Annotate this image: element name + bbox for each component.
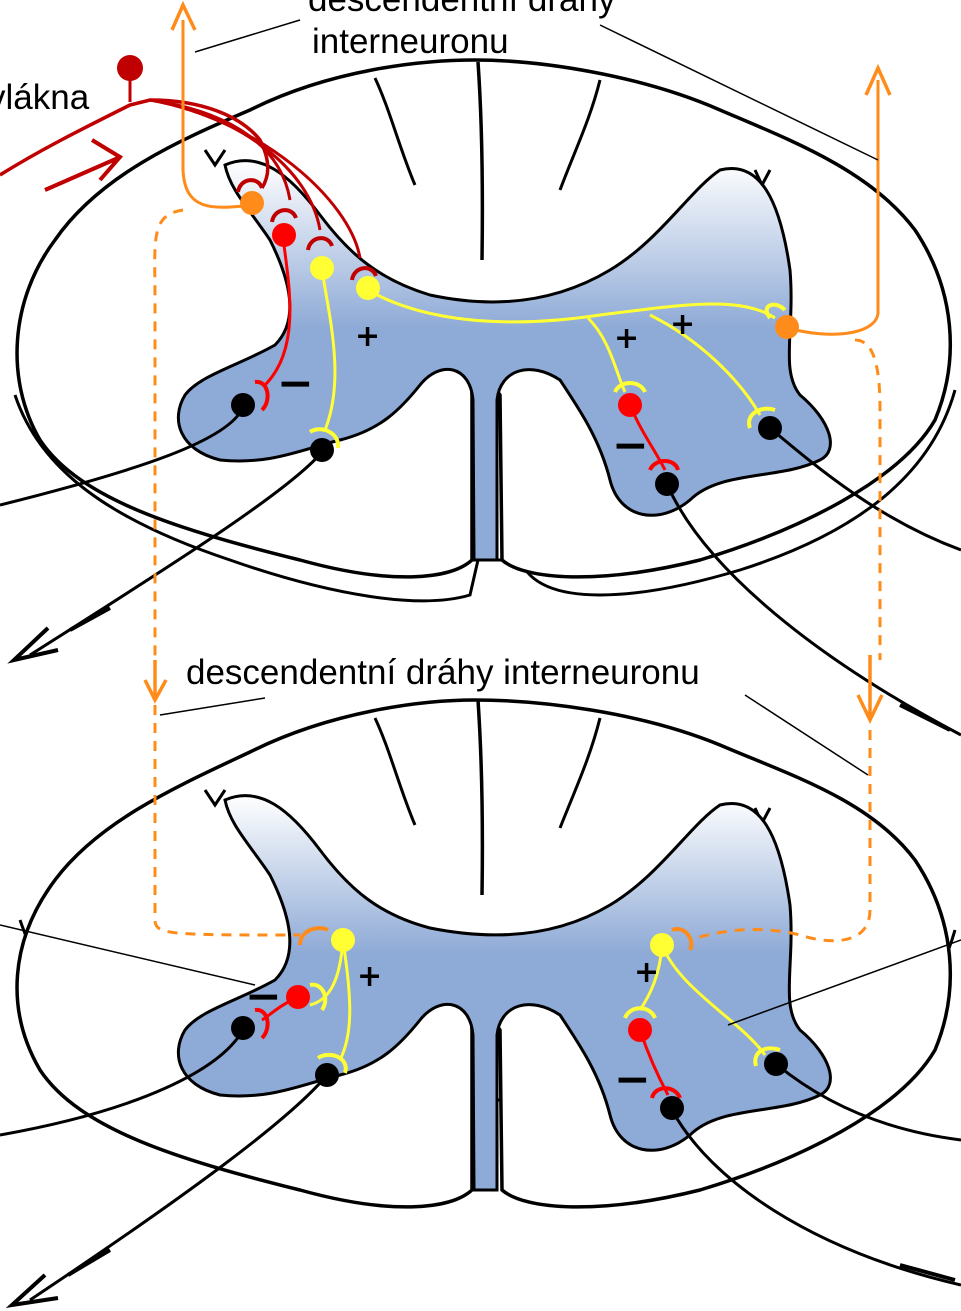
- top-descending-label: descendentní dráhy: [308, 0, 615, 17]
- top-right-propriospinal-interneuron: [775, 315, 799, 339]
- bottom-minus-sign-right: −: [614, 1058, 651, 1102]
- afferent-direction-arrow-icon: [45, 140, 120, 190]
- top-right-motoneuron-1: [758, 416, 782, 440]
- top-left-propriospinal-interneuron: [240, 191, 264, 215]
- top-left-motoneuron-2: [310, 438, 334, 462]
- middle-descending-label: descendentní dráhy interneuronu: [186, 655, 700, 690]
- top-plus-sign-left: +: [355, 322, 380, 352]
- top-interneuron-label: interneuronu: [312, 24, 509, 59]
- top-left-descending-arrow-icon: [145, 660, 166, 700]
- top-plus-sign-right-2: +: [670, 310, 695, 340]
- middle-label-leader-left: [160, 698, 265, 715]
- bottom-left-axon-arrow: [12, 1275, 58, 1305]
- top-minus-sign-right: −: [612, 424, 649, 468]
- red-pin-terminal-icon: [117, 55, 143, 81]
- top-plus-sign-right-1: +: [614, 324, 639, 354]
- top-spinal-segment: [0, 5, 961, 735]
- top-left-axon-dash: [70, 608, 110, 630]
- bottom-right-motoneuron-1: [764, 1052, 788, 1076]
- bottom-plus-sign-right: +: [634, 958, 659, 988]
- bottom-spinal-segment: [0, 695, 961, 1305]
- top-left-inhibitory-interneuron: [272, 223, 296, 247]
- top-left-motoneuron-1: [231, 393, 255, 417]
- bottom-left-axon-dash: [68, 1250, 110, 1275]
- bottom-plus-sign-left: +: [357, 962, 382, 992]
- top-commissural-interneuron: [356, 276, 380, 300]
- top-label-leader-left: [195, 20, 300, 52]
- fiber-label-fragment: vlákna: [0, 80, 89, 115]
- bottom-left-motoneuron-2: [315, 1063, 339, 1087]
- top-right-axon-dash: [900, 705, 950, 730]
- top-left-axon-arrow: [14, 628, 58, 660]
- bottom-minus-sign-left: −: [245, 975, 282, 1019]
- bottom-right-motoneuron-2: [660, 1096, 684, 1120]
- top-right-motoneuron-2: [655, 472, 679, 496]
- top-minus-sign-left: −: [277, 362, 314, 406]
- top-left-excitatory-interneuron: [310, 256, 334, 280]
